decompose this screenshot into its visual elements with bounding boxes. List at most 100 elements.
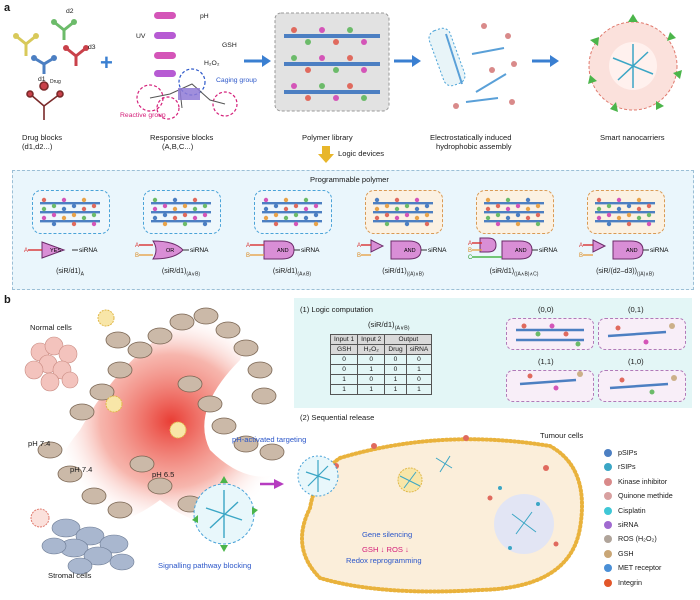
gate-caption-sub: (A∧B) [297, 271, 312, 278]
gate-output-label: siRNA [650, 247, 669, 254]
truth-cell: 1 [384, 374, 407, 385]
state-label-01: (0,1) [628, 305, 644, 314]
drug-label-drug: Drug [50, 79, 61, 85]
gate-caption-5: (siR/d1)((A∧B)∧C) [469, 268, 559, 277]
gate-caption-4: (siR/d1)((A)∧B) [358, 268, 448, 277]
stimulus-gsh: GSH [222, 42, 237, 49]
gate-input-label: A [24, 248, 28, 254]
truth-table-title-main: (siR/d1) [368, 320, 395, 329]
drug-block-d2 [51, 19, 77, 40]
assembly-caption: Electrostatically induced [430, 133, 512, 142]
legend-symbol-icon [604, 477, 612, 486]
polymer-library-illustration [274, 12, 390, 112]
gate-output-label: siRNA [428, 247, 447, 254]
gate-caption-main: (siR/d1) [161, 268, 187, 275]
gate-caption-main: (siR/d1) [56, 268, 81, 275]
gate-caption-sub: ((A∧B)∧C) [514, 271, 539, 278]
ph-center-label: pH 7.4 [70, 465, 93, 474]
truth-cell: 0 [357, 354, 386, 365]
legend-item: Kinase inhibitor [618, 476, 668, 486]
polymer-row-3 [284, 83, 380, 101]
truth-cell: 0 [384, 364, 407, 375]
gate-type-label: OR [166, 248, 174, 254]
polymer-chain-2 [151, 197, 211, 227]
stimulus-h2o2: H₂O₂ [204, 60, 220, 67]
logic-computation-title: (1) Logic computation [300, 305, 374, 314]
truth-cell: 1 [329, 374, 359, 385]
truth-cell: 1 [384, 384, 407, 395]
truth-header-output: Output [384, 334, 433, 345]
state-label-11: (1,1) [538, 357, 554, 366]
gate-output-label: siRNA [190, 247, 209, 254]
truth-table-title: (siR/d1)(A∨B) [368, 320, 410, 332]
tumour-cell-illustration [300, 435, 584, 594]
legend-symbol-icon [604, 492, 612, 501]
arrow-into-cell [260, 479, 284, 489]
gate-input-label: A [468, 241, 472, 247]
vessel-cells [37, 307, 285, 519]
truth-cell: 0 [405, 354, 433, 365]
gate-caption-main: (siR/d1) [489, 268, 515, 275]
normal-cell-cluster [24, 336, 79, 392]
state-label-00: (0,0) [538, 305, 554, 314]
gate-input-label: A [135, 243, 139, 249]
assembly-illustration [428, 23, 517, 109]
gate-type-label: AND [404, 248, 416, 254]
truth-cell: 1 [357, 384, 386, 395]
gsh-label: GSH [362, 545, 379, 554]
gate-caption-3: (siR/d1)(A∧B) [247, 268, 337, 277]
stimulus-uv: UV [136, 33, 146, 40]
gate-input-label: B [357, 253, 361, 259]
legend-symbol-icon [604, 535, 612, 544]
truth-subheader-h2o2: H₂O₂ [357, 344, 386, 355]
polymer-chain-4 [373, 197, 433, 227]
legend-item: GSH [618, 548, 634, 558]
gate-caption-2: (siR/d1)(A∨B) [136, 268, 226, 277]
gate-caption-1: (siR/d1)A [25, 268, 115, 277]
gate-input-label: B [579, 253, 583, 259]
truth-cell: 1 [405, 384, 433, 395]
nanocarriers-caption: Smart nanocarriers [600, 133, 665, 142]
gate-output-label: siRNA [539, 247, 558, 254]
signalling-label: Signalling pathway blocking [158, 561, 252, 570]
arrow-to-assembly [394, 55, 421, 67]
truth-cell: 0 [384, 354, 407, 365]
legend-item: Cisplatin [618, 505, 646, 515]
truth-subheader-sirna: siRNA [405, 344, 433, 355]
gate-output-label: siRNA [79, 247, 98, 254]
arrow-to-library [244, 55, 271, 67]
gate-input-label: A [357, 243, 361, 249]
truth-header-input1: Input 1 [329, 334, 359, 345]
ros-down-arrow: ↓ [405, 545, 409, 554]
truth-header-input2: Input 2 [357, 334, 386, 345]
gate-input-label: C [468, 255, 473, 261]
gene-silencing-label: Gene silencing [362, 530, 413, 539]
legend-item: rSIPs [618, 462, 636, 472]
programmable-polymer-title: Programmable polymer [310, 175, 389, 184]
truth-subheader-gsh: GSH [329, 344, 359, 355]
drug-blocks-sub: (d1,d2...) [22, 142, 53, 151]
nanocarrier-illustration [588, 14, 682, 112]
redox-label: Redox reprogramming [346, 556, 422, 565]
drug-block-blue [31, 55, 57, 74]
gate-caption-main: (siR/d1) [272, 268, 298, 275]
ph-left-label: pH 7.4 [28, 439, 51, 448]
panel-letter-a: a [4, 2, 11, 14]
legend-symbol-icon [604, 564, 612, 573]
gate-caption-6: (siR/(d2–d3))((A)∧B) [580, 268, 670, 277]
truth-table-title-sub: (A∨B) [394, 325, 410, 332]
gate-input-label: B [135, 253, 139, 259]
gate-input-label: B [468, 248, 472, 254]
responsive-blocks-caption: Responsive blocks [150, 133, 214, 142]
ph-tumour-label: pH 6.5 [152, 470, 175, 479]
drug-label-d2: d2 [66, 8, 74, 15]
truth-cell: 1 [357, 364, 386, 375]
legend-symbol-icon [604, 449, 612, 457]
truth-cell: 0 [329, 364, 359, 375]
